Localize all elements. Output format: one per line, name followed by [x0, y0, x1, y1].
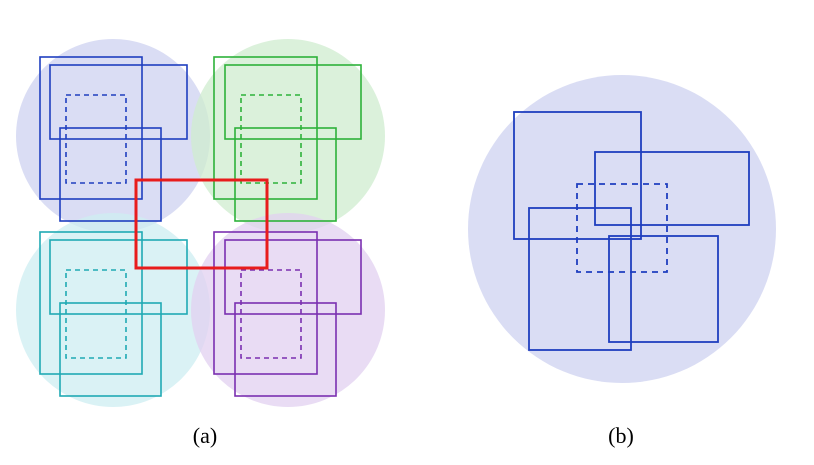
- box: [49, 239, 188, 315]
- dashed-box: [65, 269, 127, 359]
- dashed-box: [576, 183, 668, 273]
- dashed-box: [240, 94, 302, 184]
- panel-b-label: (b): [608, 423, 634, 448]
- panel-a-label: (a): [193, 423, 217, 448]
- box: [49, 64, 188, 140]
- box: [234, 127, 337, 222]
- cluster-cyan-circle: [16, 213, 210, 407]
- panel-b-boxes: [513, 111, 750, 351]
- box: [234, 302, 337, 397]
- cluster-green-circle: [191, 39, 385, 233]
- panel-a: (a): [16, 39, 385, 448]
- dashed-box: [240, 269, 302, 359]
- cluster-cyan-boxes: [39, 231, 188, 397]
- box: [59, 127, 162, 222]
- dashed-box: [65, 94, 127, 184]
- highlight-box: [134, 178, 269, 270]
- box: [59, 302, 162, 397]
- box: [594, 151, 750, 226]
- box: [528, 207, 632, 351]
- box: [608, 235, 719, 343]
- box: [224, 64, 362, 140]
- cluster-blue-circle: [16, 39, 210, 233]
- panel-b: (b): [468, 75, 776, 448]
- box: [224, 239, 362, 315]
- cluster-purple-circle: [191, 213, 385, 407]
- cluster-blue-boxes: [39, 56, 188, 222]
